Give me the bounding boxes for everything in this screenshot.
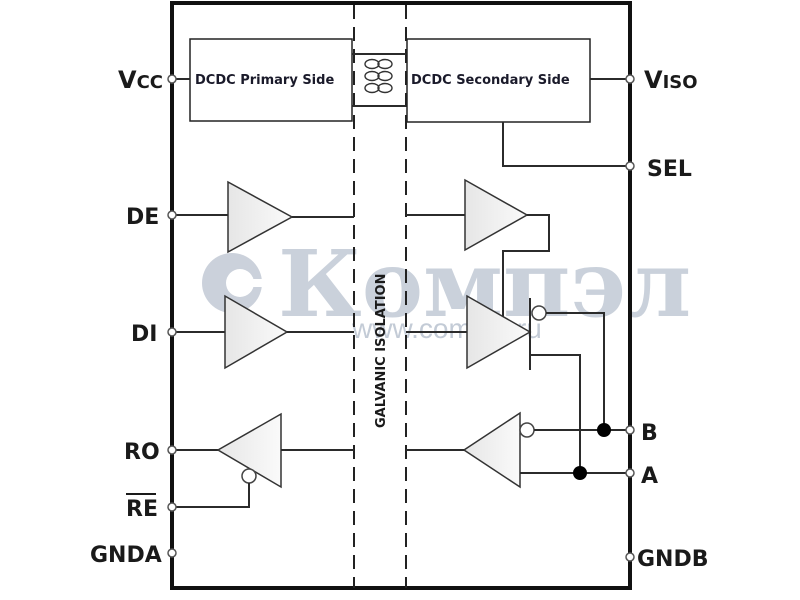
dcdc-primary-block: DCDC Primary Side [189, 38, 353, 122]
receiver-inverting-bubble [519, 422, 535, 438]
sel-label: SEL [647, 157, 692, 182]
rs485-driver [466, 294, 532, 370]
re-pin [167, 502, 177, 512]
de-iso-buffer [464, 178, 529, 252]
svg-text:VISO: VISO [644, 66, 698, 94]
vcc-pin [167, 74, 177, 84]
di-buffer [224, 294, 289, 370]
watermark-logo-icon [202, 253, 262, 313]
de-label: DE [126, 205, 159, 230]
re-label: RE [126, 493, 158, 522]
rs485-receiver [462, 411, 521, 489]
dcdc-secondary-label: DCDC Secondary Side [411, 73, 570, 88]
svg-text:VCC: VCC [118, 66, 163, 94]
de-buffer [227, 180, 294, 254]
gndb-pin [625, 552, 635, 562]
dcdc-primary-label: DCDC Primary Side [195, 73, 334, 88]
gndb-label: GNDB [637, 547, 709, 572]
isolation-label: GALVANIC ISOLATION [374, 274, 389, 428]
re-inverting-bubble [241, 468, 257, 484]
sel-pin [625, 161, 635, 171]
di-pin [167, 327, 177, 337]
gnda-pin [167, 548, 177, 558]
ro-pin [167, 445, 177, 455]
di-label: DI [131, 322, 157, 347]
de-pin [167, 210, 177, 220]
chip-outline [170, 1, 632, 590]
dcdc-secondary-block: DCDC Secondary Side [406, 38, 591, 123]
viso-pin [625, 74, 635, 84]
driver-a-wire [530, 354, 581, 473]
b-label: B [641, 421, 658, 446]
transformer-icon [352, 53, 406, 107]
a-pin [625, 468, 635, 478]
re-wire [172, 483, 250, 508]
sel-wire [502, 122, 630, 167]
vcc-label: VCC [118, 66, 163, 94]
svg-text:RE: RE [126, 497, 158, 522]
b-junction-dot [597, 423, 611, 437]
de-enable-wire [502, 214, 550, 318]
a-label: A [641, 464, 658, 489]
viso-label: VISO [644, 66, 698, 94]
driver-b-wire [546, 312, 605, 430]
gnda-label: GNDA [90, 543, 162, 568]
ro-label: RO [124, 440, 160, 465]
b-pin [625, 425, 635, 435]
driver-inverting-bubble [531, 305, 547, 321]
a-junction-dot [573, 466, 587, 480]
